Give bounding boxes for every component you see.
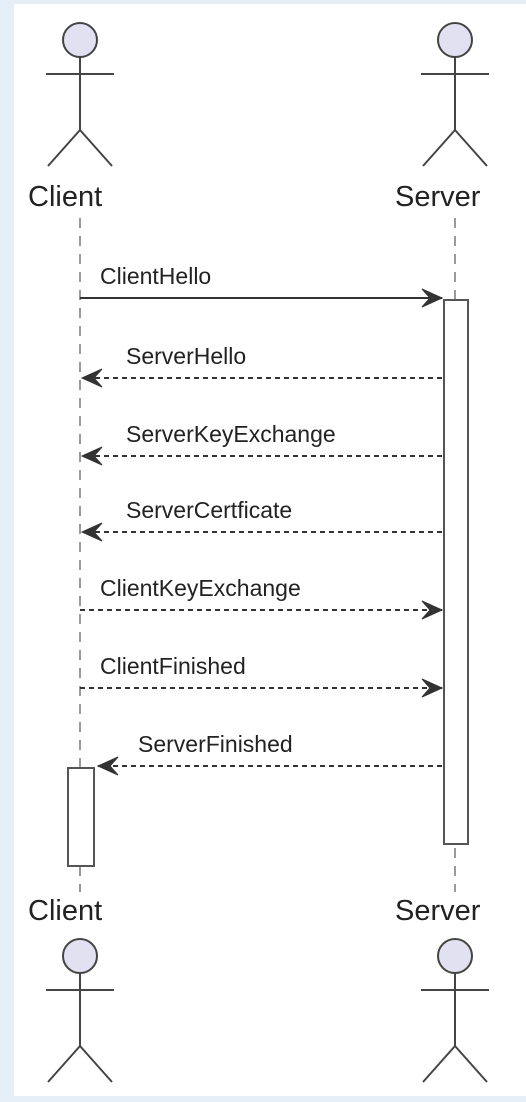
message-label: ClientHello	[100, 263, 212, 289]
actor-leg-left	[47, 1045, 81, 1083]
actor-leg-right	[454, 129, 488, 167]
actor-leg-right	[79, 129, 113, 167]
message-label: ServerKeyExchange	[126, 421, 336, 447]
actor-server-bottom	[421, 938, 489, 1083]
message-label: ServerHello	[126, 343, 247, 369]
participant-label-client-bottom: Client	[28, 895, 103, 927]
actor-leg-right	[79, 1045, 113, 1083]
message-arrowhead	[421, 288, 444, 308]
actor-head	[437, 938, 473, 974]
sequence-diagram: Client Server Client Server ClientHello …	[14, 4, 526, 1096]
actor-head	[437, 22, 473, 58]
participant-label-server-bottom: Server	[395, 895, 481, 927]
message-arrowhead	[96, 756, 119, 776]
actor-server-top	[421, 22, 489, 167]
diagram-canvas	[46, 22, 489, 1083]
message-arrowhead	[80, 522, 103, 542]
actor-leg-left	[422, 1045, 456, 1083]
activation-bar-server	[443, 299, 469, 845]
message-label: ServerCertficate	[126, 497, 293, 523]
message-arrowhead	[80, 446, 103, 466]
actor-leg-left	[47, 129, 81, 167]
message-label: ClientFinished	[100, 653, 246, 679]
actor-leg-right	[454, 1045, 488, 1083]
message-label: ClientKeyExchange	[100, 575, 301, 601]
message-label: ServerFinished	[138, 731, 293, 757]
actor-head	[62, 22, 98, 58]
message-arrowhead	[421, 600, 444, 620]
participant-label-client-top: Client	[28, 181, 103, 213]
actor-head	[62, 938, 98, 974]
message-arrowhead	[80, 368, 103, 388]
actor-client-top	[46, 22, 114, 167]
actor-leg-left	[422, 129, 456, 167]
activation-bar-client	[67, 767, 95, 867]
participant-label-server-top: Server	[395, 181, 481, 213]
actor-client-bottom	[46, 938, 114, 1083]
message-arrowhead	[421, 678, 444, 698]
